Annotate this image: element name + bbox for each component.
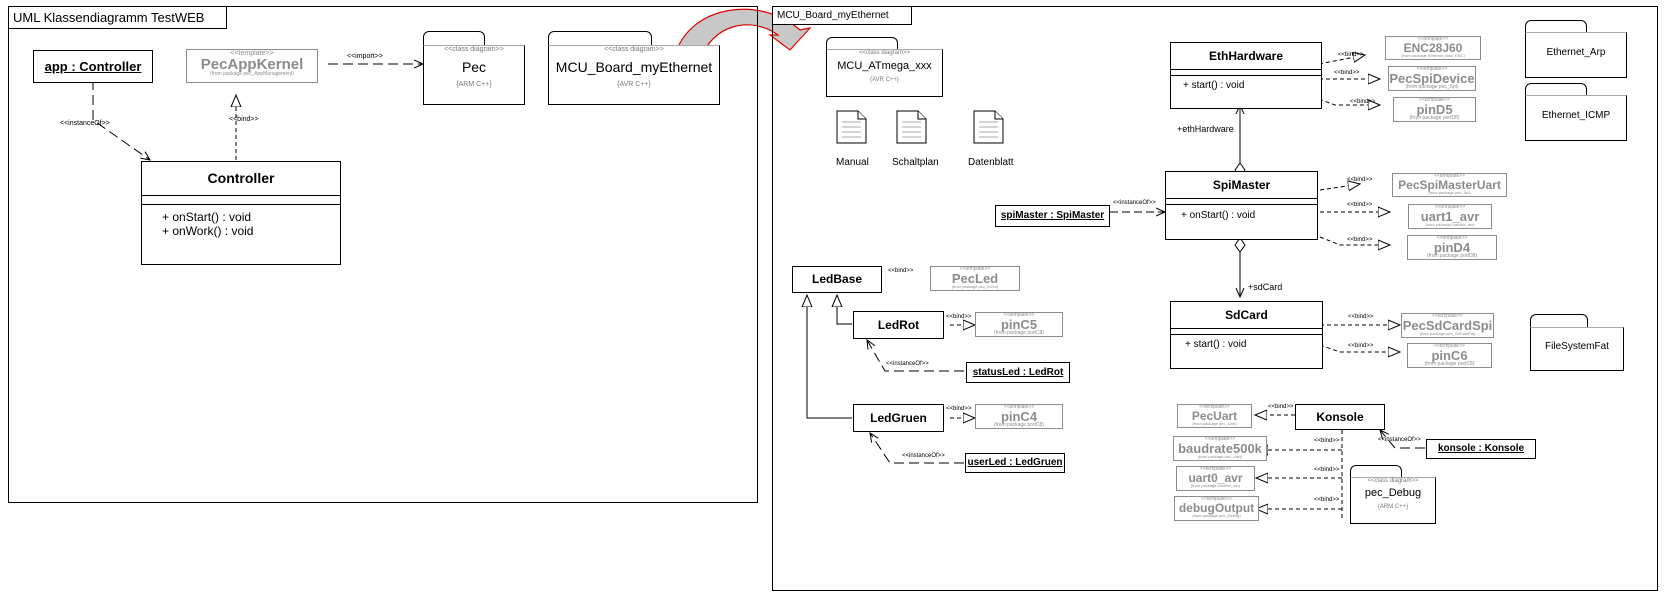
template-pecsdcardspi[interactable]: <<template>> PecSdCardSpi (from package … <box>1401 313 1494 338</box>
label-bind: <<bind>> <box>1268 404 1294 410</box>
class-ledgruen[interactable]: LedGruen <box>853 404 944 432</box>
class-controller[interactable]: Controller + onStart() : void + onWork()… <box>141 161 341 265</box>
label-bind: <<bind>> <box>946 406 972 412</box>
label-bind: <<bind>> <box>1347 177 1373 183</box>
template-pecspimasteruart[interactable]: <<template>> PecSpiMasterUart (from pack… <box>1392 173 1507 197</box>
template-baudrate500k[interactable]: <<template>> baudrate500k (from package … <box>1173 436 1267 461</box>
operation: + onStart() : void <box>1181 210 1256 221</box>
class-ledrot[interactable]: LedRot <box>853 311 944 339</box>
label-instanceof: <<instanceOf>> <box>1378 437 1421 443</box>
document-icon-manual <box>836 110 867 144</box>
label-bind: <<bind>> <box>1314 467 1340 473</box>
label-instanceof: <<instanceOf>> <box>902 453 945 459</box>
template-pecuart[interactable]: <<template>> PecUart (from package pec_U… <box>1177 404 1252 428</box>
label-bind: <<bind>> <box>1347 202 1373 208</box>
label-instanceof: <<instanceOf>> <box>60 120 110 127</box>
label-bind: <<bind>> <box>1334 70 1360 76</box>
package-ethernet-arp[interactable]: Ethernet_Arp <box>1525 20 1627 78</box>
operation: + start() : void <box>1185 339 1247 350</box>
package-mcu-board-myethernet[interactable]: <<class diagram>> MCU_Board_myEthernet {… <box>548 31 720 105</box>
object-statusled[interactable]: statusLed : LedRot <box>966 362 1070 383</box>
frame-title: MCU_Board_myEthernet <box>773 7 912 25</box>
template-pinc5[interactable]: <<template>> pinC5 (from package portC8) <box>975 312 1063 337</box>
aggregation-diamond <box>1234 237 1246 253</box>
object-konsole[interactable]: konsole : Konsole <box>1426 439 1536 459</box>
operation: + onStart() : void <box>162 210 252 224</box>
object-userled[interactable]: userLed : LedGruen <box>965 453 1065 473</box>
label-bind: <<bind>> <box>946 314 972 320</box>
class-ledbase[interactable]: LedBase <box>792 266 882 293</box>
object-spimaster[interactable]: spiMaster : SpiMaster <box>995 205 1110 227</box>
operation: + onWork() : void <box>162 224 254 238</box>
package-ethernet-icmp[interactable]: Ethernet_ICMP <box>1525 83 1627 141</box>
class-spimaster[interactable]: SpiMaster + onStart() : void <box>1165 171 1318 240</box>
label-bind: <<bind>> <box>229 116 259 123</box>
document-label-schaltplan[interactable]: Schaltplan <box>892 157 939 168</box>
document-icon-datenblatt <box>973 110 1004 144</box>
label-bind: <<bind>> <box>1350 99 1376 105</box>
diagram-frame-mcu-board: MCU_Board_myEthernet <box>772 6 1658 591</box>
document-label-manual[interactable]: Manual <box>836 157 869 168</box>
template-uart1-avr[interactable]: <<template>> uart1_avr (from package Uar… <box>1408 204 1492 229</box>
object-app-controller[interactable]: app : Controller <box>33 50 153 83</box>
class-ethhardware[interactable]: EthHardware + start() : void <box>1170 42 1322 109</box>
template-pecappkernel[interactable]: <<template>> PecAppKernel (from package … <box>186 49 318 83</box>
template-pecled[interactable]: <<template>> PecLed (from package pec_In… <box>930 266 1020 291</box>
diagram-frame-testweb: UML Klassendiagramm TestWEB <box>8 6 758 503</box>
document-label-datenblatt[interactable]: Datenblatt <box>968 157 1014 168</box>
template-pind5[interactable]: <<template>> pinD5 (from package portD8) <box>1393 97 1476 122</box>
document-icon-schaltplan <box>896 110 927 144</box>
label-instanceof: <<instanceOf>> <box>1113 200 1156 206</box>
package-pec-debug[interactable]: <<class diagram>> pec_Debug {ARM C++} <box>1350 465 1436 524</box>
role-label-ethhardware: +ethHardware <box>1177 124 1234 134</box>
label-instanceof: <<instanceOf>> <box>886 361 929 367</box>
package-filesystemfat[interactable]: FileSystemFat <box>1530 314 1624 371</box>
label-bind: <<bind>> <box>1338 52 1364 58</box>
label-bind: <<bind>> <box>1348 343 1374 349</box>
template-pinc6[interactable]: <<template>> pinC6 (from package portC8) <box>1407 343 1492 368</box>
role-label-sdcard: +sdCard <box>1248 282 1283 292</box>
label-bind: <<bind>> <box>1314 497 1340 503</box>
instanceof-connector-app <box>92 80 150 160</box>
label-bind: <<bind>> <box>1314 438 1340 444</box>
label-bind: <<bind>> <box>1347 237 1373 243</box>
template-pecspidevice[interactable]: <<template>> PecSpiDevice (from package … <box>1388 66 1476 91</box>
template-pinc4[interactable]: <<template>> pinC4 (from package portC8) <box>975 404 1063 429</box>
class-konsole[interactable]: Konsole <box>1295 404 1385 430</box>
frame-title: UML Klassendiagramm TestWEB <box>9 7 228 29</box>
label-bind: <<bind>> <box>1348 314 1374 320</box>
package-mcu-atmega[interactable]: <<class diagram>> MCU_ATmega_xxx {AVR C+… <box>826 37 943 97</box>
label-import: <<import>> <box>347 53 383 60</box>
operation: + start() : void <box>1183 80 1245 91</box>
template-uart0-avr[interactable]: <<template>> uart0_avr (from package Uar… <box>1176 466 1255 491</box>
template-debugoutput[interactable]: <<template>> debugOutput (from package p… <box>1174 496 1259 521</box>
template-enc28j60[interactable]: <<template>> ENC28J60 (from package Ethe… <box>1385 36 1481 60</box>
template-pind4[interactable]: <<template>> pinD4 (from package portD8) <box>1407 235 1497 260</box>
package-pec[interactable]: <<class diagram>> Pec {ARM C++} <box>423 31 525 105</box>
label-bind: <<bind>> <box>888 268 914 274</box>
class-sdcard[interactable]: SdCard + start() : void <box>1170 301 1323 369</box>
